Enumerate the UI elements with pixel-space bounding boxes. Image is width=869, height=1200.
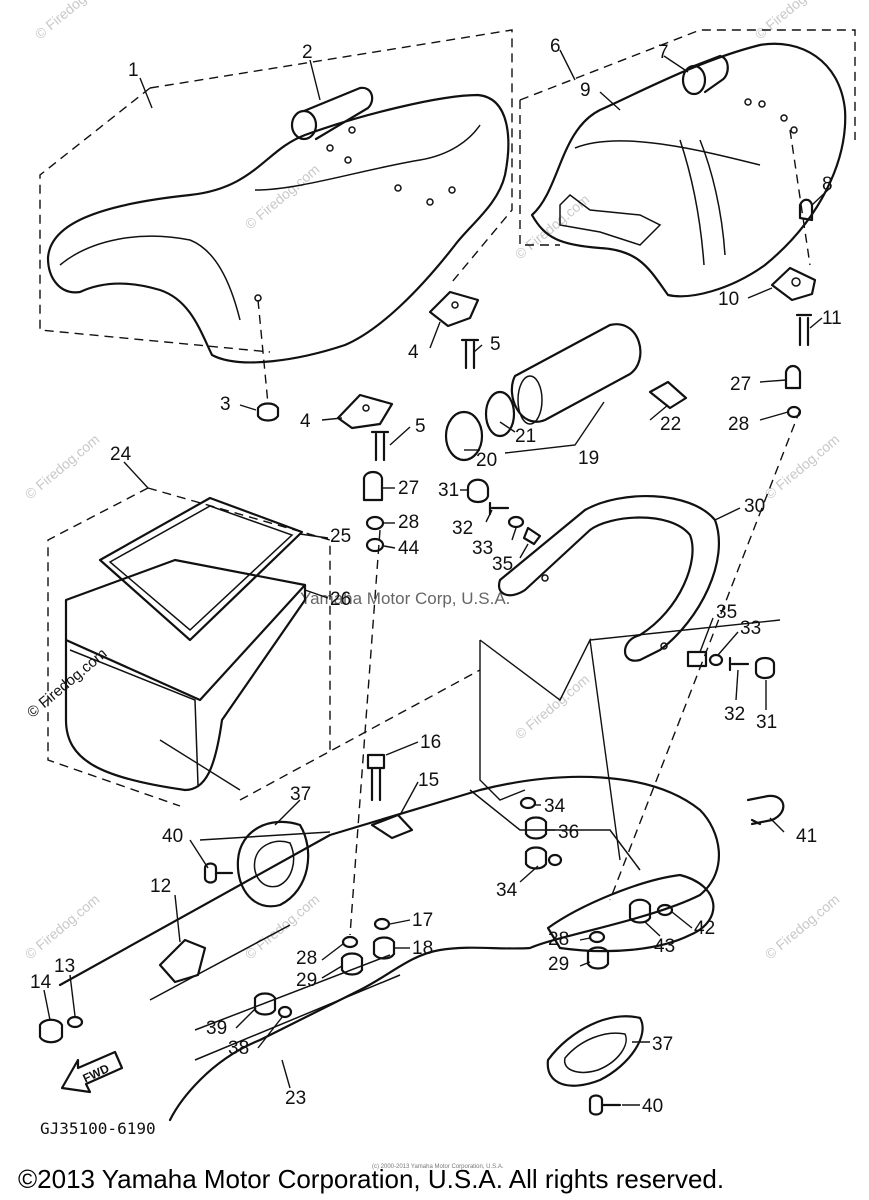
callout-24: 24 bbox=[110, 444, 132, 465]
storage-box-group bbox=[47, 487, 331, 807]
callout-28: 28 bbox=[548, 929, 569, 950]
watermark-site: © Firedog.com bbox=[762, 891, 843, 962]
callout-33: 33 bbox=[472, 538, 493, 559]
callout-8: 8 bbox=[822, 174, 833, 195]
callout-29: 29 bbox=[296, 970, 317, 991]
callout-7: 7 bbox=[658, 42, 669, 63]
callout-34: 34 bbox=[496, 880, 518, 901]
hinges bbox=[336, 290, 480, 553]
callout-31: 31 bbox=[438, 480, 459, 501]
callout-4: 4 bbox=[408, 342, 419, 363]
callout-labels: 1 2 3 4 4 5 5 6 7 9 8 10 11 12 13 14 15 … bbox=[30, 36, 842, 1117]
callout-40: 40 bbox=[642, 1096, 663, 1117]
callout-31: 31 bbox=[756, 712, 777, 733]
callout-14: 14 bbox=[30, 972, 52, 993]
callout-38: 38 bbox=[228, 1038, 249, 1059]
watermarks: © Firedog.com © Firedog.com © Firedog.co… bbox=[22, 0, 843, 962]
watermark-site: © Firedog.com bbox=[762, 431, 843, 502]
callout-22: 22 bbox=[660, 414, 681, 435]
callout-33: 33 bbox=[740, 618, 761, 639]
callout-4: 4 bbox=[300, 411, 311, 432]
callout-5: 5 bbox=[490, 334, 501, 355]
callout-34: 34 bbox=[544, 796, 566, 817]
callout-28: 28 bbox=[728, 414, 749, 435]
watermark-site-strong: © Firedog.com bbox=[24, 645, 110, 721]
callout-18: 18 bbox=[412, 938, 433, 959]
callout-26: 26 bbox=[330, 589, 351, 610]
callout-32: 32 bbox=[452, 518, 473, 539]
callout-27: 27 bbox=[730, 374, 751, 395]
watermark-brand: Yamaha Motor Corp, U.S.A. bbox=[300, 589, 510, 608]
leader-lines bbox=[43, 49, 831, 1106]
callout-30: 30 bbox=[744, 496, 765, 517]
callout-32: 32 bbox=[724, 704, 745, 725]
callout-10: 10 bbox=[718, 289, 739, 310]
callout-44: 44 bbox=[398, 538, 420, 559]
callout-40: 40 bbox=[162, 826, 183, 847]
watermark-site: © Firedog.com bbox=[512, 191, 593, 262]
callout-1: 1 bbox=[128, 60, 139, 81]
watermark-site: © Firedog.com bbox=[22, 891, 103, 962]
fine-print: (c) 2000-2013 Yamaha Motor Corporation, … bbox=[372, 1164, 504, 1170]
callout-16: 16 bbox=[420, 732, 441, 753]
callout-29: 29 bbox=[548, 954, 569, 975]
fwd-arrow: FWD bbox=[60, 1050, 124, 1094]
callout-42: 42 bbox=[694, 918, 715, 939]
callout-36: 36 bbox=[558, 822, 579, 843]
callout-19: 19 bbox=[578, 448, 599, 469]
callout-9: 9 bbox=[580, 80, 591, 101]
rear-seat-group bbox=[519, 29, 856, 419]
grab-tube-assembly bbox=[444, 323, 688, 462]
deck-hull bbox=[58, 409, 801, 1122]
callout-27: 27 bbox=[398, 478, 419, 499]
callout-23: 23 bbox=[285, 1088, 306, 1109]
watermark-site: © Firedog.com bbox=[32, 0, 113, 42]
callout-41: 41 bbox=[796, 826, 817, 847]
callout-5: 5 bbox=[415, 416, 426, 437]
callout-3: 3 bbox=[220, 394, 231, 415]
callout-11: 11 bbox=[822, 308, 842, 329]
callout-28: 28 bbox=[398, 512, 419, 533]
grab-bar-group bbox=[466, 478, 776, 680]
callout-13: 13 bbox=[54, 956, 75, 977]
callout-2: 2 bbox=[302, 42, 313, 63]
callout-37: 37 bbox=[652, 1034, 673, 1055]
callout-35: 35 bbox=[492, 554, 513, 575]
callout-25: 25 bbox=[330, 526, 351, 547]
drawing-code: GJ35100-6190 bbox=[40, 1119, 156, 1138]
watermark-site: © Firedog.com bbox=[22, 431, 103, 502]
deck-hardware bbox=[38, 753, 785, 1116]
callout-28: 28 bbox=[296, 948, 317, 969]
watermark-site: © Firedog.com bbox=[242, 161, 323, 232]
callout-12: 12 bbox=[150, 876, 171, 897]
callout-17: 17 bbox=[412, 910, 433, 931]
callout-6: 6 bbox=[550, 36, 561, 57]
callout-20: 20 bbox=[476, 450, 497, 471]
callout-15: 15 bbox=[418, 770, 439, 791]
copyright-caption: ©2013 Yamaha Motor Corporation, U.S.A. A… bbox=[18, 1164, 724, 1194]
callout-21: 21 bbox=[515, 426, 536, 447]
callout-35: 35 bbox=[716, 602, 737, 623]
watermark-site: © Firedog.com bbox=[752, 0, 833, 42]
callout-39: 39 bbox=[206, 1018, 227, 1039]
front-seat-group bbox=[39, 29, 513, 422]
callout-43: 43 bbox=[654, 936, 675, 957]
watermark-site: © Firedog.com bbox=[512, 671, 593, 742]
callout-37: 37 bbox=[290, 784, 311, 805]
